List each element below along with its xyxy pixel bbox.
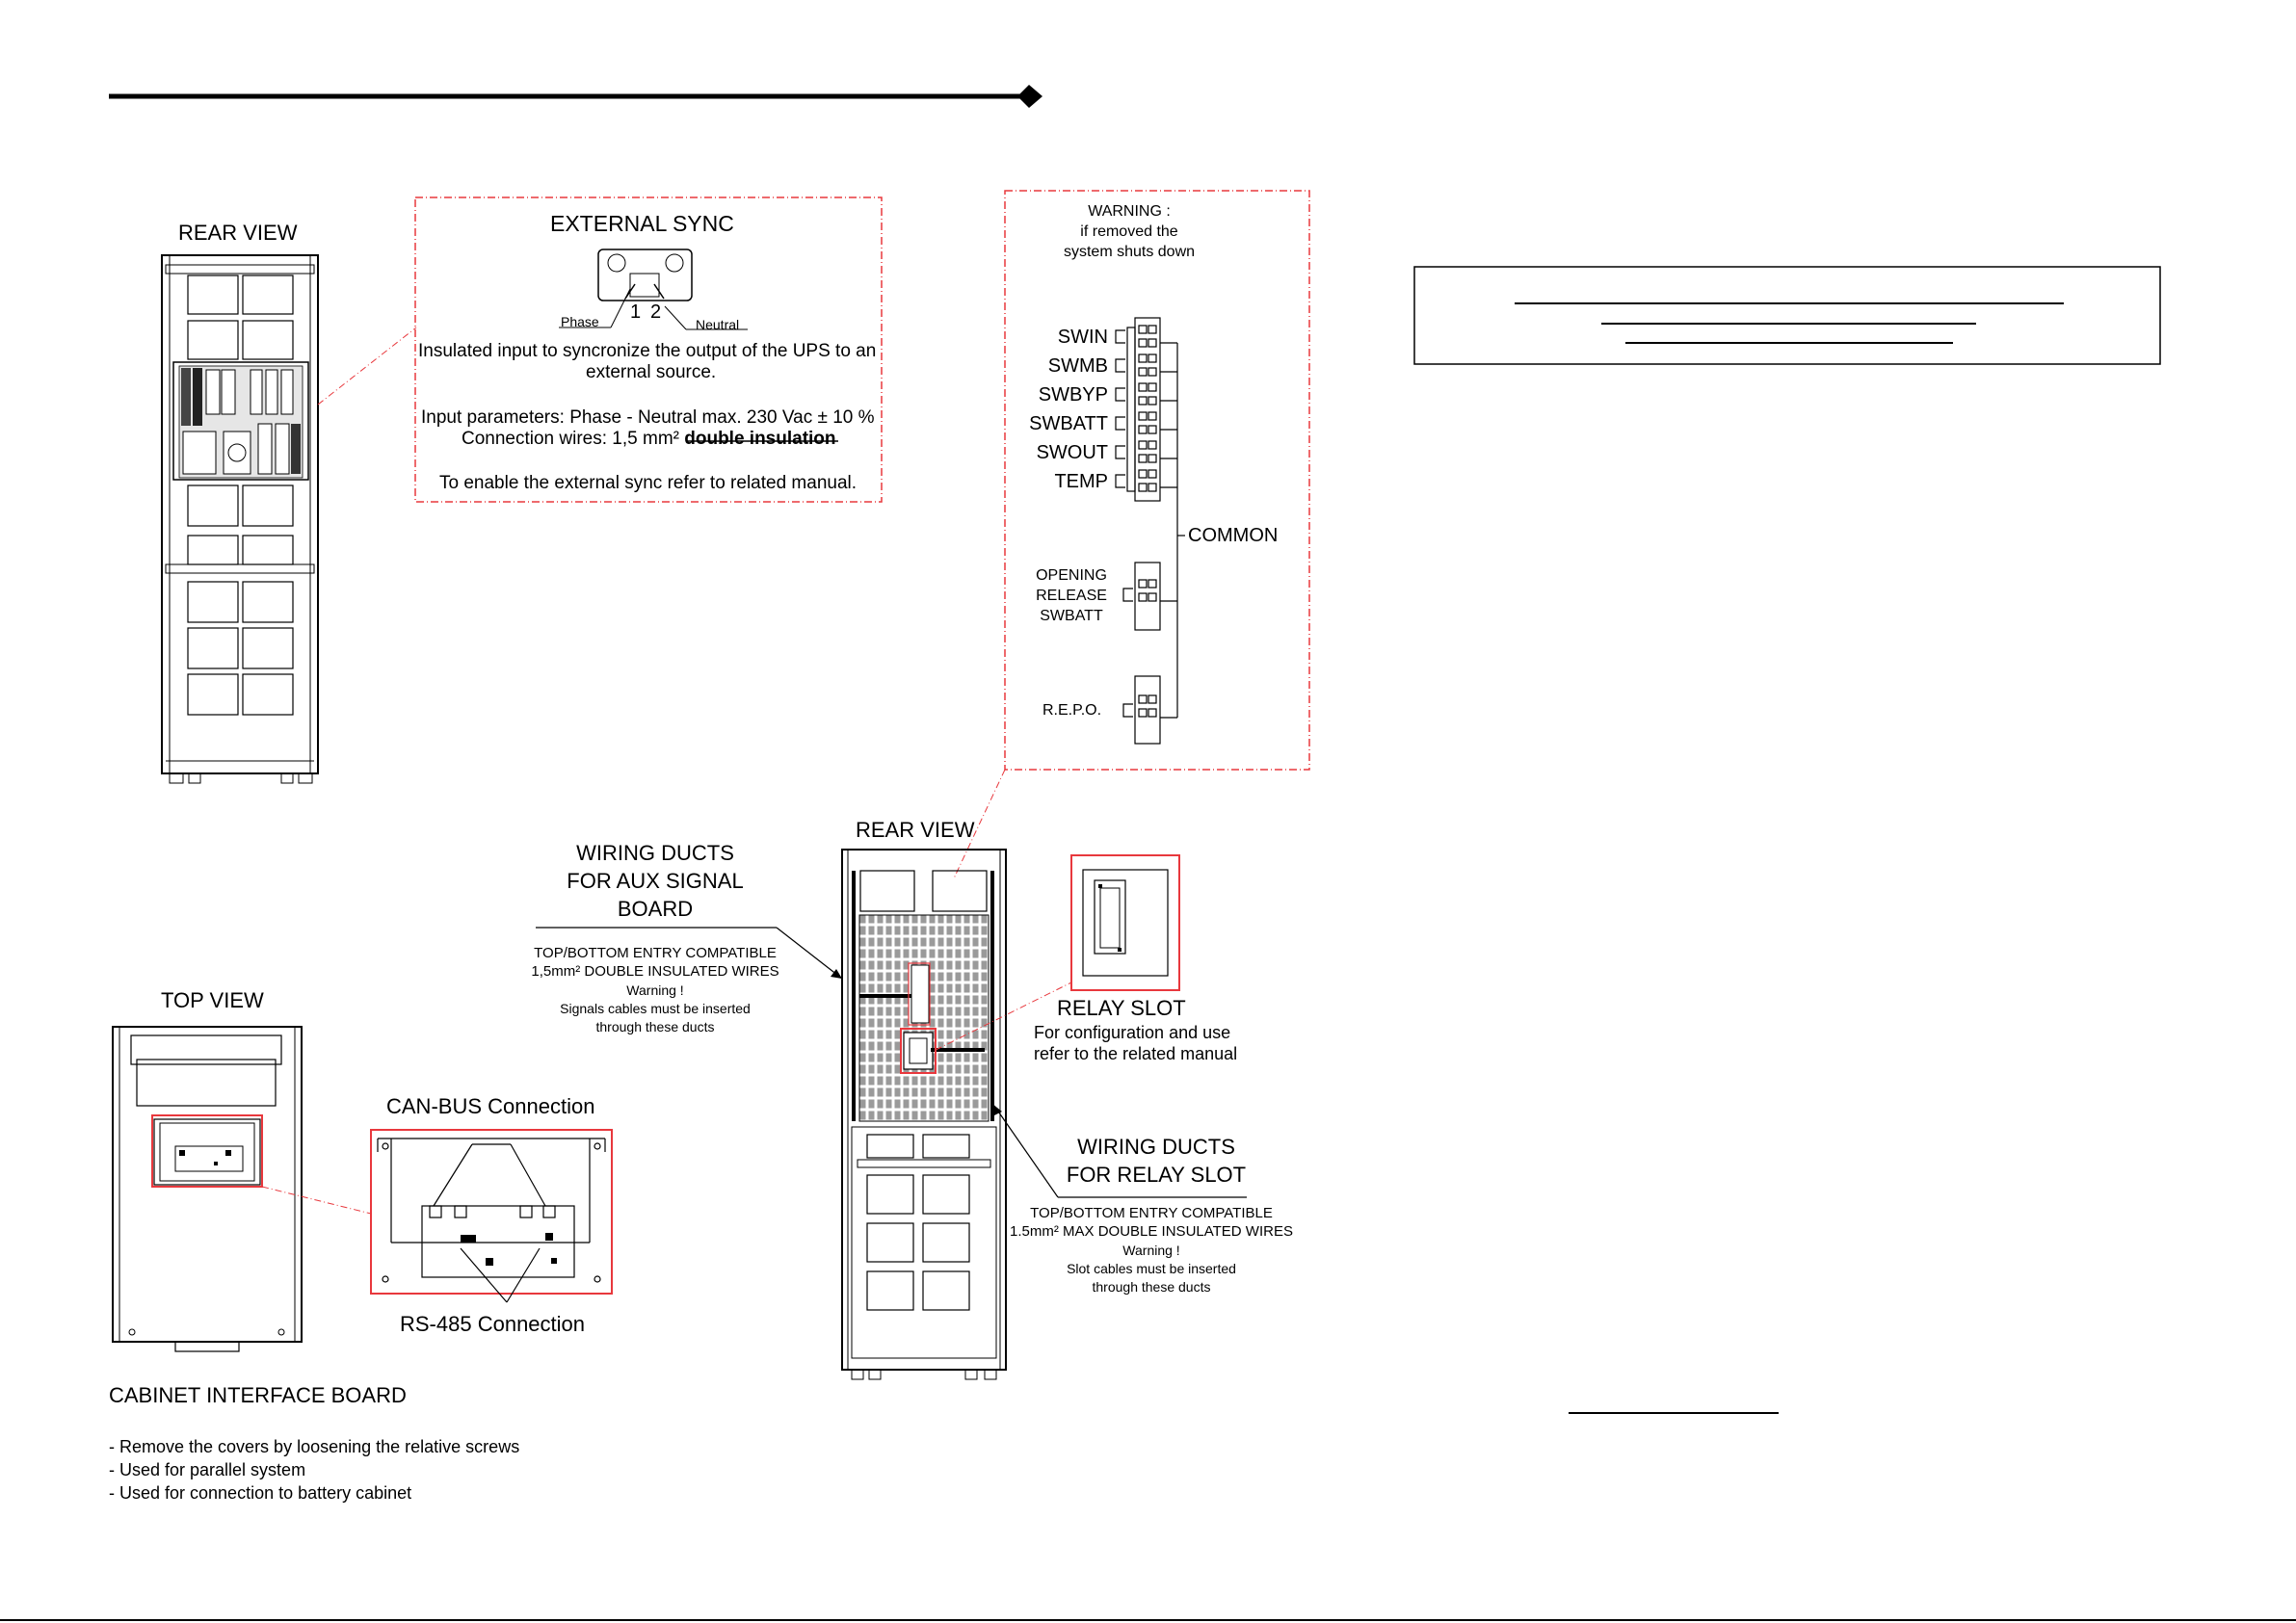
warning-line-3: system shuts down (1063, 244, 1196, 260)
relay-highlight (900, 1028, 937, 1074)
connector-label-temp: TEMP (1054, 471, 1108, 492)
warning-connectors-panel (1004, 190, 1310, 771)
relay-ducts-note-4: Slot cables must be inserted (1067, 1261, 1236, 1276)
common-label: COMMON (1188, 525, 1279, 546)
connector-label-swbatt: SWBATT (1029, 413, 1108, 434)
rear-view-left-title: REAR VIEW (178, 221, 298, 245)
aux-ducts-note-5: through these ducts (595, 1019, 715, 1034)
phase-label: Phase (561, 314, 599, 329)
aux-ducts-note-1: TOP/BOTTOM ENTRY COMPATIBLE (534, 945, 777, 961)
leader-line (261, 1186, 372, 1215)
relay-ducts-note-1: TOP/BOTTOM ENTRY COMPATIBLE (1030, 1205, 1273, 1221)
cabinet-interface-item-2: - Used for parallel system (109, 1460, 306, 1479)
can-bus-title: CAN-BUS Connection (386, 1094, 595, 1118)
leader-line (935, 982, 1072, 1051)
aux-ducts-title-2: FOR AUX SIGNAL (567, 869, 744, 893)
top-view-title: TOP VIEW (161, 988, 264, 1012)
external-sync-panel (414, 196, 883, 503)
aux-ducts-title-3: BOARD (617, 897, 694, 921)
rs485-label: RS-485 Connection (400, 1312, 586, 1336)
aux-ducts-note-4: Signals cables must be inserted (560, 1001, 751, 1016)
external-sync-title: EXTERNAL SYNC (550, 211, 734, 236)
rear-view-cabinet-right (841, 849, 1007, 1380)
opening-release-1: OPENING (1036, 567, 1107, 584)
connection-wires: Connection wires: 1,5 mm² double insulat… (462, 429, 836, 450)
connector-label-swin: SWIN (1057, 327, 1108, 348)
header-rule (109, 85, 1042, 108)
relay-ducts-note-5: through these ducts (1092, 1279, 1211, 1295)
connector-label-swmb: SWMB (1047, 355, 1108, 377)
rear-view-right-title: REAR VIEW (856, 818, 975, 842)
enable-sync-note: To enable the external sync refer to rel… (439, 473, 858, 493)
opening-release-2: RELEASE (1036, 588, 1107, 604)
leader-line (317, 327, 417, 406)
relay-ducts-note-3: Warning ! (1122, 1243, 1180, 1258)
repo-label: R.E.P.O. (1042, 702, 1102, 719)
relay-ducts-title-2: FOR RELAY SLOT (1066, 1163, 1247, 1187)
connector-label-swout: SWOUT (1036, 442, 1108, 463)
relay-slot-desc-2: refer to the related manual (1034, 1044, 1238, 1063)
terminal-1-label: 1 (630, 301, 642, 323)
connector-label-swbyp: SWBYP (1038, 384, 1108, 406)
title-block (1413, 266, 2161, 365)
aux-ducts-callout (536, 927, 843, 980)
relay-ducts-note-2: 1.5mm² MAX DOUBLE INSULATED WIRES (1010, 1223, 1293, 1240)
cabinet-interface-title: CABINET INTERFACE BOARD (109, 1383, 407, 1407)
aux-board-highlight (908, 962, 931, 1026)
warning-title: WARNING : (1088, 203, 1171, 220)
input-parameters: Input parameters: Phase - Neutral max. 2… (421, 407, 875, 428)
cabinet-interface-item-3: - Used for connection to battery cabinet (109, 1483, 412, 1503)
external-sync-desc-1: Insulated input to syncronize the output… (418, 341, 877, 361)
relay-ducts-title-1: WIRING DUCTS (1077, 1135, 1235, 1159)
top-view-highlight (151, 1114, 263, 1188)
relay-slot-desc-1: For configuration and use (1034, 1023, 1231, 1042)
relay-ducts-callout (992, 1104, 1247, 1198)
relay-slot-title: RELAY SLOT (1057, 996, 1186, 1020)
warning-line-2: if removed the (1080, 223, 1178, 240)
aux-ducts-note-2: 1,5mm² DOUBLE INSULATED WIRES (531, 963, 779, 980)
aux-ducts-note-3: Warning ! (626, 982, 684, 998)
neutral-label: Neutral (696, 317, 740, 332)
top-view-cabinet (112, 1026, 303, 1352)
connection-wires-prefix: Connection wires: 1,5 mm² (462, 429, 679, 449)
rear-view-cabinet-left (161, 254, 319, 784)
relay-slot-detail (1070, 854, 1180, 991)
external-sync-desc-2: external source. (586, 362, 717, 382)
connector-block (1115, 317, 1185, 745)
aux-ducts-title-1: WIRING DUCTS (576, 841, 734, 865)
opening-release-3: SWBATT (1040, 608, 1103, 624)
cabinet-interface-item-1: - Remove the covers by loosening the rel… (109, 1437, 520, 1456)
terminal-2-label: 2 (650, 301, 662, 323)
leader-line (953, 769, 1006, 879)
can-bus-detail (370, 1129, 613, 1303)
double-insulation-emphasis: double insulation (684, 429, 836, 449)
